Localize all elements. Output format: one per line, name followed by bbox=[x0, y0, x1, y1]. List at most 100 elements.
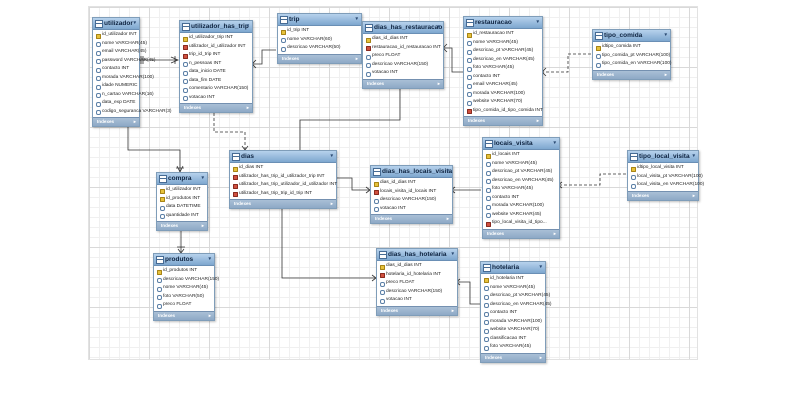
column-row[interactable]: preco FLOAT bbox=[363, 52, 443, 61]
indexes-section[interactable]: Indexes▸ bbox=[278, 53, 361, 63]
column-row[interactable]: tipo_local_visita_id_tipo... bbox=[483, 219, 559, 228]
column-row[interactable]: dias_id_dias INT bbox=[363, 35, 443, 44]
collapse-arrow-icon[interactable]: ▾ bbox=[446, 168, 449, 174]
column-row[interactable]: contacto INT bbox=[483, 194, 559, 203]
column-row[interactable]: descricao VARCHAR(150) bbox=[363, 61, 443, 70]
indexes-section[interactable]: Indexes▸ bbox=[157, 221, 207, 230]
indexes-section[interactable]: Indexes▸ bbox=[483, 228, 559, 238]
table-header[interactable]: trip▾ bbox=[278, 14, 361, 26]
collapse-arrow-icon[interactable]: ▾ bbox=[692, 153, 695, 159]
expand-arrow-icon[interactable]: ▸ bbox=[692, 192, 695, 198]
column-row[interactable]: local_visita_pt VARCHAR(100) bbox=[628, 173, 703, 182]
indexes-section[interactable]: Indexes▸ bbox=[371, 214, 452, 223]
indexes-section[interactable]: Indexes▸ bbox=[154, 310, 214, 320]
expand-arrow-icon[interactable]: ▸ bbox=[664, 71, 667, 77]
table-tipo_local_visita[interactable]: tipo_local_visita▾idtipo_local_visita IN… bbox=[627, 150, 704, 201]
column-row[interactable]: preco FLOAT bbox=[154, 301, 214, 310]
column-row[interactable]: restauracao_id_restauracao INT bbox=[363, 44, 443, 53]
column-row[interactable]: votacao INT bbox=[371, 205, 452, 214]
expand-arrow-icon[interactable]: ▸ bbox=[330, 201, 333, 206]
table-header[interactable]: dias_has_restauracao▾ bbox=[363, 22, 443, 34]
table-header[interactable]: compra▾ bbox=[157, 173, 207, 185]
column-row[interactable]: descricao_pt VARCHAR(45) bbox=[481, 292, 550, 301]
column-row[interactable]: votacao INT bbox=[363, 69, 443, 78]
collapse-arrow-icon[interactable]: ▾ bbox=[451, 251, 454, 257]
column-row[interactable]: quantidade INT bbox=[157, 212, 207, 221]
column-row[interactable]: descricao_pt VARCHAR(45) bbox=[483, 168, 559, 177]
column-row[interactable]: nome VARCHAR(45) bbox=[154, 284, 214, 293]
column-row[interactable]: n_pessoas INT bbox=[180, 60, 252, 69]
column-row[interactable]: idtipo_comida INT bbox=[593, 43, 670, 52]
column-row[interactable]: descricao_pt VARCHAR(45) bbox=[464, 47, 542, 56]
expand-arrow-icon[interactable]: ▸ bbox=[539, 354, 542, 360]
column-row[interactable]: descricao VARCHAR(150) bbox=[154, 276, 219, 285]
collapse-arrow-icon[interactable]: ▾ bbox=[355, 16, 358, 22]
indexes-section[interactable]: Indexes▸ bbox=[363, 78, 443, 88]
column-row[interactable]: contacto INT bbox=[464, 73, 542, 82]
column-row[interactable]: email VARCHAR(45) bbox=[93, 48, 146, 57]
column-row[interactable]: website VARCHAR(45) bbox=[483, 211, 559, 220]
expand-arrow-icon[interactable]: ▸ bbox=[451, 307, 454, 313]
collapse-arrow-icon[interactable]: ▾ bbox=[536, 19, 539, 25]
table-header[interactable]: utilizador_has_trip▾ bbox=[180, 21, 252, 33]
indexes-section[interactable]: Indexes▸ bbox=[180, 103, 252, 112]
collapse-arrow-icon[interactable]: ▾ bbox=[246, 23, 249, 29]
column-row[interactable]: utilizador_has_trip_id_utilizador_trip I… bbox=[230, 173, 336, 182]
column-row[interactable]: morada VARCHAR(100) bbox=[93, 74, 154, 83]
column-row[interactable]: id_produtos INT bbox=[157, 195, 207, 204]
column-row[interactable]: descricao_en VARCHAR(45) bbox=[483, 177, 559, 186]
column-row[interactable]: n_cartao VARCHAR(16) bbox=[93, 91, 154, 100]
indexes-section[interactable]: Indexes▸ bbox=[464, 116, 542, 125]
column-row[interactable]: comentario VARCHAR(150) bbox=[180, 85, 252, 94]
column-row[interactable]: morada VARCHAR(100) bbox=[483, 202, 559, 211]
column-row[interactable]: dias_id_dias INT bbox=[377, 262, 457, 271]
column-row[interactable]: id_restauracao INT bbox=[464, 30, 542, 39]
expand-arrow-icon[interactable]: ▸ bbox=[553, 230, 556, 236]
column-row[interactable]: foto VARCHAR(50) bbox=[154, 293, 214, 302]
column-row[interactable]: id_trip INT bbox=[278, 27, 361, 36]
column-row[interactable]: nome VARCHAR(45) bbox=[464, 39, 542, 48]
column-row[interactable]: id_dias INT bbox=[230, 164, 336, 173]
column-row[interactable]: contacto INT bbox=[481, 309, 545, 318]
column-row[interactable]: website VARCHAR(70) bbox=[481, 326, 545, 335]
collapse-arrow-icon[interactable]: ▾ bbox=[664, 32, 667, 38]
collapse-arrow-icon[interactable]: ▾ bbox=[201, 175, 204, 181]
column-row[interactable]: utilizador_has_trip_trip_id_trip INT bbox=[230, 190, 336, 199]
column-row[interactable]: preco FLOAT bbox=[377, 279, 457, 288]
table-header[interactable]: utilizador▾ bbox=[93, 18, 139, 30]
indexes-section[interactable]: Indexes▸ bbox=[377, 305, 457, 315]
column-row[interactable]: id_hotelaria INT bbox=[481, 275, 545, 284]
column-row[interactable]: data_exp DATE bbox=[93, 99, 139, 108]
column-row[interactable]: id_utilizador INT bbox=[93, 31, 139, 40]
expand-arrow-icon[interactable]: ▸ bbox=[437, 80, 440, 86]
collapse-arrow-icon[interactable]: ▾ bbox=[330, 153, 333, 159]
table-utilizador_has_trip[interactable]: utilizador_has_trip▾id_utilizador_trip I… bbox=[179, 20, 253, 113]
indexes-section[interactable]: Indexes▸ bbox=[93, 117, 139, 126]
column-row[interactable]: tipo_comida_pt VARCHAR(100) bbox=[593, 52, 670, 61]
expand-arrow-icon[interactable]: ▸ bbox=[133, 119, 136, 124]
column-row[interactable]: locais_visita_id_locais INT bbox=[371, 188, 452, 197]
column-row[interactable]: dias_id_dias INT bbox=[371, 179, 452, 188]
column-row[interactable]: tipo_comida_en VARCHAR(100) bbox=[593, 60, 672, 69]
indexes-section[interactable]: Indexes▸ bbox=[593, 69, 670, 79]
column-row[interactable]: id_utilizador_trip INT bbox=[180, 34, 252, 43]
column-row[interactable]: nome VARCHAR(45) bbox=[481, 284, 545, 293]
column-row[interactable]: foto VARCHAR(45) bbox=[464, 64, 542, 73]
column-row[interactable]: foto VARCHAR(45) bbox=[481, 343, 545, 352]
column-row[interactable]: contacto INT bbox=[93, 65, 139, 74]
collapse-arrow-icon[interactable]: ▾ bbox=[553, 140, 556, 146]
column-row[interactable]: utilizador_has_trip_utilizador_id_utiliz… bbox=[230, 181, 337, 190]
expand-arrow-icon[interactable]: ▸ bbox=[208, 312, 211, 318]
column-row[interactable]: codigo_seguranca VARCHAR(3) bbox=[93, 108, 172, 117]
column-row[interactable]: data_fim DATE bbox=[180, 77, 252, 86]
column-row[interactable]: descricao VARCHAR(150) bbox=[371, 196, 452, 205]
